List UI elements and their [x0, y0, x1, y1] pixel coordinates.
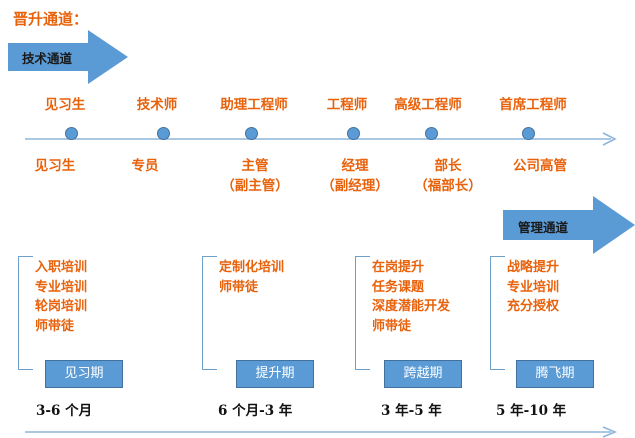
management-rank-label: 部长 （福部长）: [414, 156, 482, 196]
timeline-milestone-dot: [65, 127, 78, 140]
management-rank-label: 主管 （副主管）: [221, 156, 289, 196]
timeline-milestone-dot: [522, 127, 535, 140]
stage-bracket: [355, 256, 370, 370]
stage-activity-item: 深度潜能开发: [372, 299, 451, 314]
management-rank-title: 专员: [131, 158, 159, 174]
stage-activity-item: 师带徒: [219, 279, 259, 295]
right-arrow-icon: [8, 30, 128, 84]
stage-activity-item: 轮岗培训: [35, 299, 88, 314]
stage-activity-item: 战略提升: [507, 260, 560, 275]
stage-name-chip[interactable]: 腾飞期: [516, 360, 594, 388]
management-rank-label: 专员: [132, 156, 159, 176]
stage-activity-item: 专业培训: [35, 279, 88, 295]
stage-activity-item: 充分授权: [507, 299, 560, 314]
stage-bracket: [18, 256, 33, 370]
technical-channel-arrow: 技术通道: [8, 30, 128, 84]
management-rank-title: 主管: [241, 158, 269, 174]
stage-activity-item: 师带徒: [35, 318, 75, 334]
right-arrow-icon: [503, 196, 635, 254]
management-rank-title: 见习生: [34, 158, 76, 174]
management-channel-arrow: 管理通道: [503, 196, 635, 254]
management-channel-label: 管理通道: [518, 220, 569, 235]
technical-rank-label: 高级工程师: [394, 97, 462, 113]
stage-activity-item: 任务课题: [372, 279, 425, 295]
timeline-milestone-dot: [245, 127, 258, 140]
stage-duration-label: 6 个月-3 年: [218, 403, 293, 419]
technical-rank-label: 技术师: [136, 97, 178, 113]
management-rank-title: 部长: [434, 158, 462, 174]
timeline-arrow-icon: [25, 132, 617, 146]
management-rank-subtitle: （福部长）: [414, 178, 482, 194]
management-rank-title: 公司高管: [513, 158, 567, 174]
stage-activity-list: 入职培训专业培训轮岗培训师带徒: [35, 258, 87, 336]
stage-activity-item: 定制化培训: [219, 260, 285, 275]
timeline-milestone-dot: [425, 127, 438, 140]
duration-axis-arrow: [25, 423, 620, 438]
management-rank-label: 公司高管: [513, 156, 567, 176]
stage-duration-label: 3-6 个月: [36, 403, 93, 419]
management-rank-label: 见习生: [35, 156, 76, 176]
stage-activity-item: 在岗提升: [372, 260, 425, 275]
technical-rank-label: 助理工程师: [220, 97, 288, 113]
management-rank-subtitle: （副主管）: [221, 178, 289, 194]
technical-rank-label: 首席工程师: [499, 97, 567, 113]
stage-duration-label: 5 年-10 年: [496, 403, 567, 419]
stage-activity-item: 师带徒: [372, 318, 412, 334]
management-rank-subtitle: （副经理）: [321, 178, 389, 194]
technical-rank-label: 工程师: [326, 97, 368, 113]
stage-name-chip[interactable]: 提升期: [236, 360, 314, 388]
management-rank-label: 经理 （副经理）: [321, 156, 389, 196]
stage-duration-label: 3 年-5 年: [381, 403, 442, 419]
technical-rank-label: 见习生: [44, 97, 86, 113]
timeline-arrow-icon: [25, 426, 618, 438]
career-timeline: [25, 127, 620, 146]
management-rank-title: 经理: [341, 158, 369, 174]
timeline-milestone-dot: [157, 127, 170, 140]
stage-activity-item: 入职培训: [35, 260, 88, 275]
stage-activity-item: 专业培训: [507, 279, 560, 295]
stage-name-chip[interactable]: 跨越期: [384, 360, 462, 388]
page-title: 晋升通道：: [13, 10, 89, 28]
stage-name-chip[interactable]: 见习期: [45, 360, 123, 388]
stage-activity-list: 战略提升专业培训充分授权: [507, 258, 559, 317]
timeline-milestone-dot: [347, 127, 360, 140]
technical-channel-label: 技术通道: [22, 51, 73, 66]
stage-activity-list: 在岗提升任务课题深度潜能开发师带徒: [372, 258, 450, 336]
stage-activity-list: 定制化培训师带徒: [219, 258, 284, 297]
stage-bracket: [490, 256, 505, 370]
stage-bracket: [202, 256, 217, 370]
